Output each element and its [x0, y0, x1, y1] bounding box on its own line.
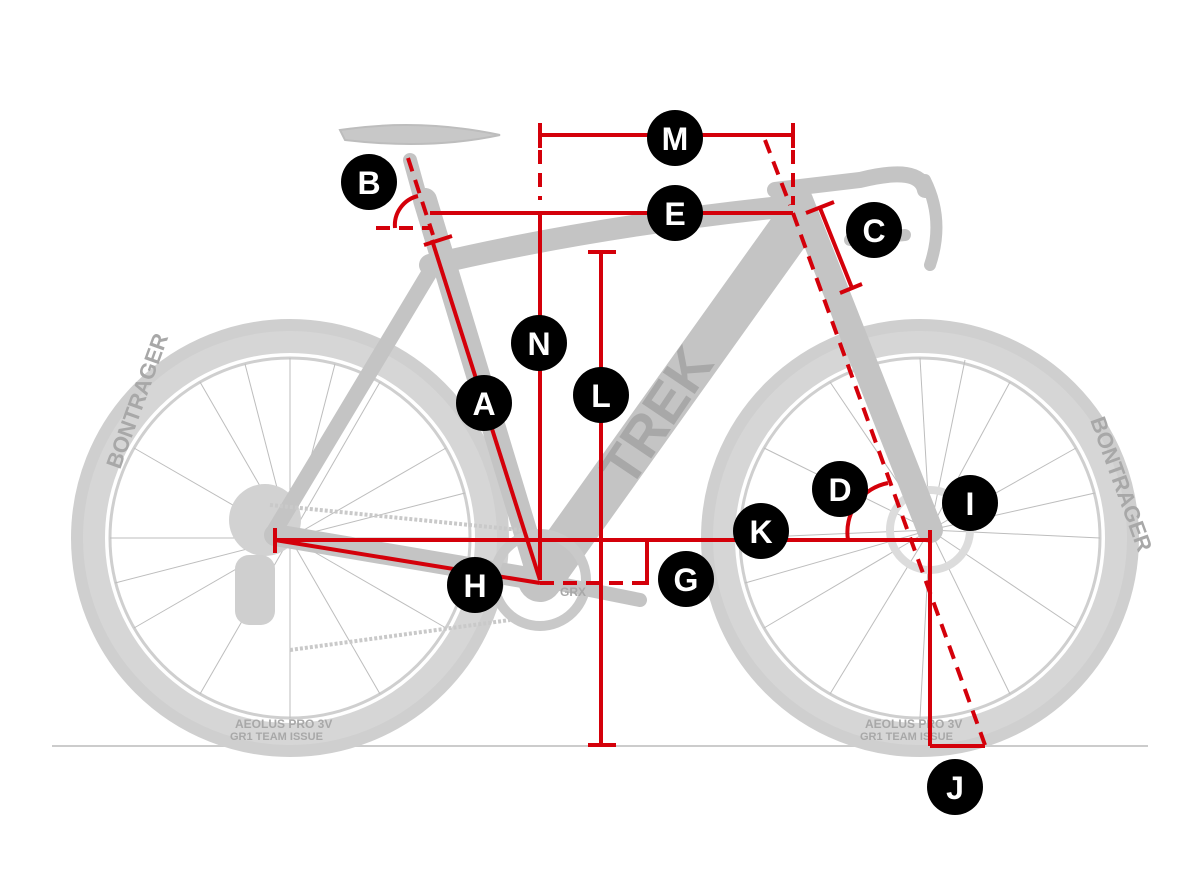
badge-k: K — [733, 503, 789, 559]
crank-text: GRX — [560, 585, 586, 599]
svg-text:G: G — [674, 562, 699, 598]
svg-text:D: D — [828, 472, 851, 508]
badge-j: J — [927, 759, 983, 815]
svg-text:A: A — [472, 386, 495, 422]
chain-bottom — [289, 618, 511, 652]
svg-text:L: L — [591, 378, 611, 414]
handlebar-drop — [919, 174, 943, 271]
badge-e: E — [647, 185, 703, 241]
svg-text:J: J — [946, 770, 964, 806]
line-c — [818, 207, 854, 289]
line-seat-tube-axis — [406, 157, 435, 236]
svg-text:M: M — [662, 121, 689, 157]
arc-b — [392, 194, 419, 229]
stem-handlebar — [767, 166, 933, 198]
front-tire-name-text: GR1 TEAM ISSUE — [860, 731, 953, 743]
badge-i: I — [942, 475, 998, 531]
badge-l: L — [573, 367, 629, 423]
badge-a: A — [456, 375, 512, 431]
front-tire-model-text: AEOLUS PRO 3V — [865, 717, 962, 731]
svg-text:E: E — [664, 196, 685, 232]
line-steering-axis — [791, 212, 987, 746]
measurement-lines — [273, 123, 987, 748]
rear-tire-model-text: AEOLUS PRO 3V — [235, 717, 332, 731]
svg-text:K: K — [749, 514, 772, 550]
badge-m: M — [647, 110, 703, 166]
svg-text:I: I — [966, 486, 975, 522]
rear-derailleur — [235, 555, 275, 625]
svg-text:N: N — [527, 326, 550, 362]
rear-tire-name-text: GR1 TEAM ISSUE — [230, 731, 323, 743]
badge-d: D — [812, 461, 868, 517]
badge-n: N — [511, 315, 567, 371]
svg-text:H: H — [463, 568, 486, 604]
badge-h: H — [447, 557, 503, 613]
crank-arm — [533, 573, 647, 607]
svg-text:C: C — [862, 213, 885, 249]
svg-text:B: B — [357, 165, 380, 201]
saddle — [338, 124, 501, 145]
chain-top — [269, 503, 521, 532]
badge-b: B — [341, 154, 397, 210]
badge-c: C — [846, 202, 902, 258]
badge-g: G — [658, 551, 714, 607]
